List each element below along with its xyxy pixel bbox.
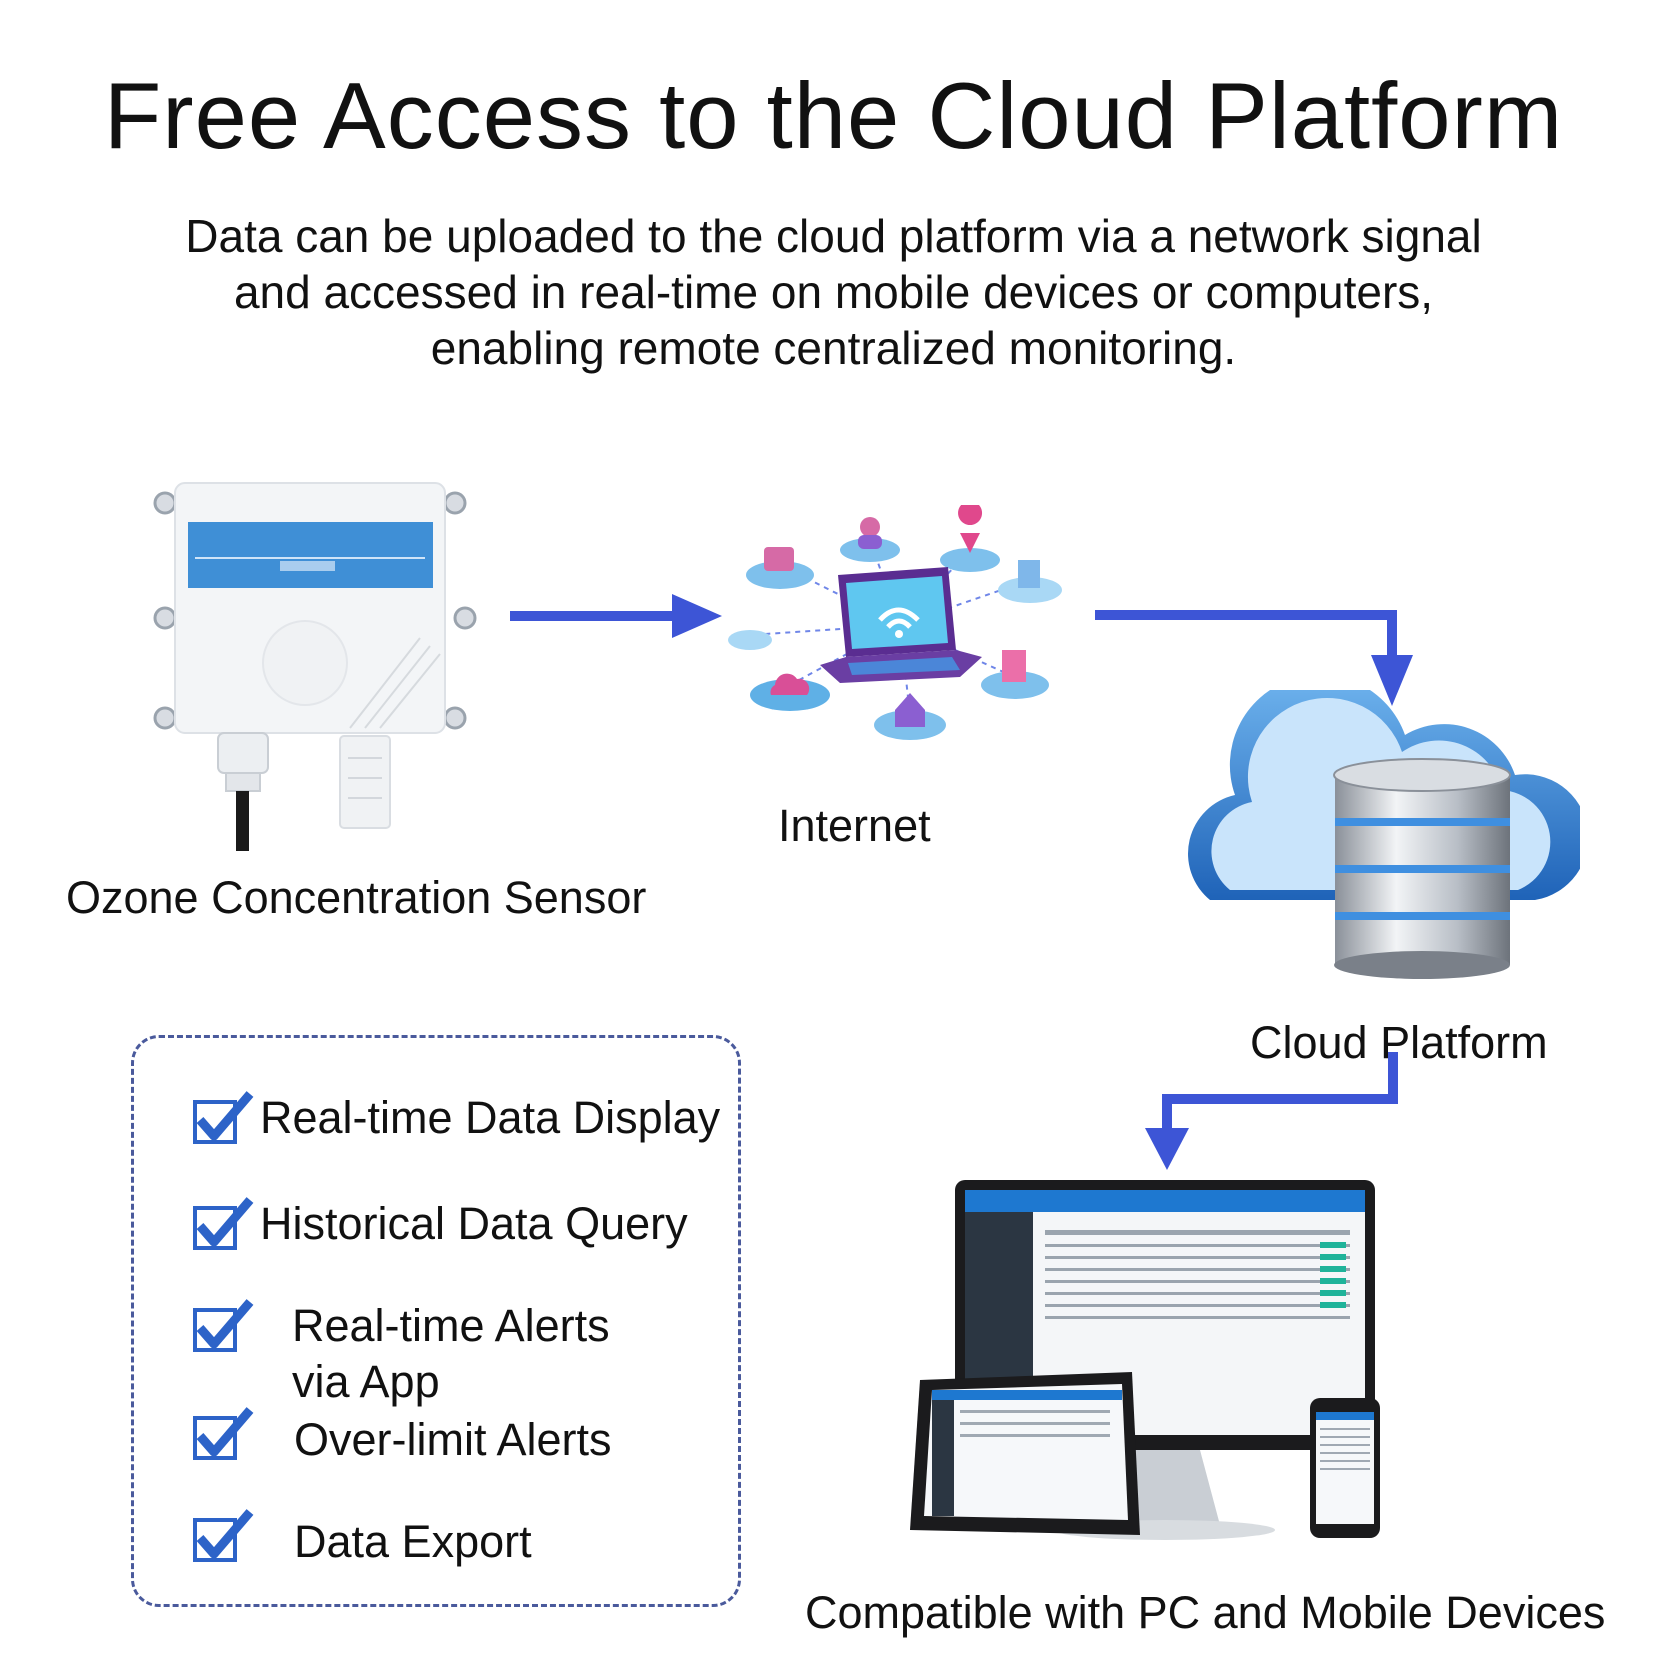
checkbox-check-icon (192, 1090, 256, 1146)
arrow-internet-to-cloud (1095, 610, 1415, 710)
checkbox-check-icon (192, 1406, 256, 1462)
cloud-platform-label: Cloud Platform (1250, 1017, 1548, 1068)
devices-image (900, 1180, 1420, 1560)
checkbox-check-icon (192, 1298, 256, 1354)
cloud-database-image (1180, 690, 1580, 980)
arrow-sensor-to-internet (510, 594, 725, 638)
feature-label: Over-limit Alerts (294, 1414, 612, 1465)
feature-label: Historical Data Query (260, 1198, 688, 1249)
internet-network-image (720, 505, 1080, 765)
features-box (131, 1035, 741, 1607)
page-title: Free Access to the Cloud Platform (103, 63, 1564, 168)
feature-label: Data Export (294, 1516, 532, 1567)
feature-label: Real-time Alerts (292, 1300, 610, 1351)
page-subtitle: Data can be uploaded to the cloud platfo… (130, 208, 1537, 376)
feature-label-continued: via App (292, 1356, 440, 1407)
ozone-sensor-image (150, 478, 490, 858)
arrow-cloud-to-devices (1140, 1052, 1410, 1172)
subtitle-line-2: and accessed in real-time on mobile devi… (233, 266, 1434, 318)
sensor-label: Ozone Concentration Sensor (66, 872, 647, 923)
checkbox-check-icon (192, 1196, 256, 1252)
devices-label: Compatible with PC and Mobile Devices (805, 1587, 1606, 1638)
subtitle-line-3: enabling remote centralized monitoring. (430, 322, 1237, 374)
internet-label: Internet (778, 800, 931, 851)
feature-label: Real-time Data Display (260, 1092, 721, 1143)
subtitle-line-1: Data can be uploaded to the cloud platfo… (185, 210, 1482, 262)
checkbox-check-icon (192, 1508, 256, 1564)
